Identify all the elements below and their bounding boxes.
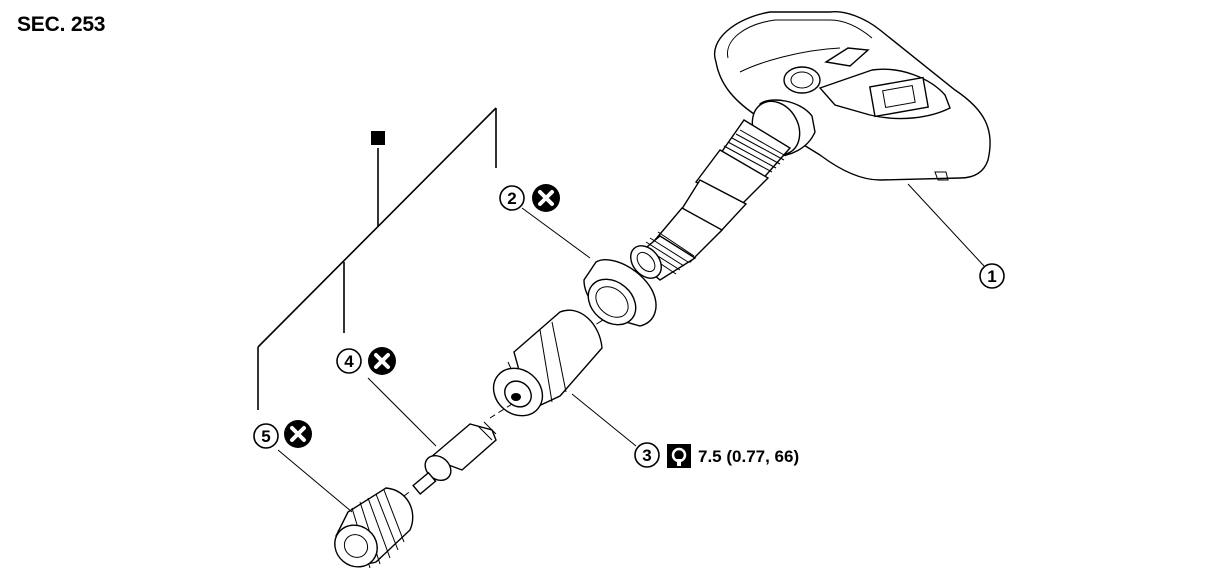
torque-value: 7.5 (0.77, 66) [698, 447, 799, 466]
callout-5: 5 [253, 423, 279, 449]
callout-4: 4 [336, 348, 362, 374]
callout-1-label: 1 [987, 267, 996, 286]
torque-wrench-icon [667, 444, 691, 468]
callout-1: 1 [979, 263, 1005, 289]
section-title: SEC. 253 [17, 13, 106, 36]
kit-bracket [257, 107, 497, 410]
callout-4-label: 4 [344, 352, 354, 371]
filled-square-icon [371, 131, 385, 145]
valve-core [412, 421, 497, 496]
x-circle-icon [284, 420, 312, 448]
center-line-mid [489, 403, 513, 419]
callout-2-label: 2 [507, 189, 516, 208]
sensor-body [630, 11, 991, 281]
valve-cap [334, 487, 414, 569]
x-circle-icon [532, 184, 560, 212]
x-circle-icon [368, 347, 396, 375]
leader-5 [277, 449, 353, 513]
callout-2: 2 [499, 185, 525, 211]
leader-3 [571, 393, 637, 447]
leader-4 [367, 377, 437, 447]
nut [492, 309, 603, 417]
leader-2 [521, 207, 591, 259]
callout-3-label: 3 [642, 446, 651, 465]
grommet [583, 259, 657, 327]
leader-1 [907, 183, 985, 267]
callout-3: 3 [634, 442, 660, 468]
callout-5-label: 5 [261, 427, 270, 446]
